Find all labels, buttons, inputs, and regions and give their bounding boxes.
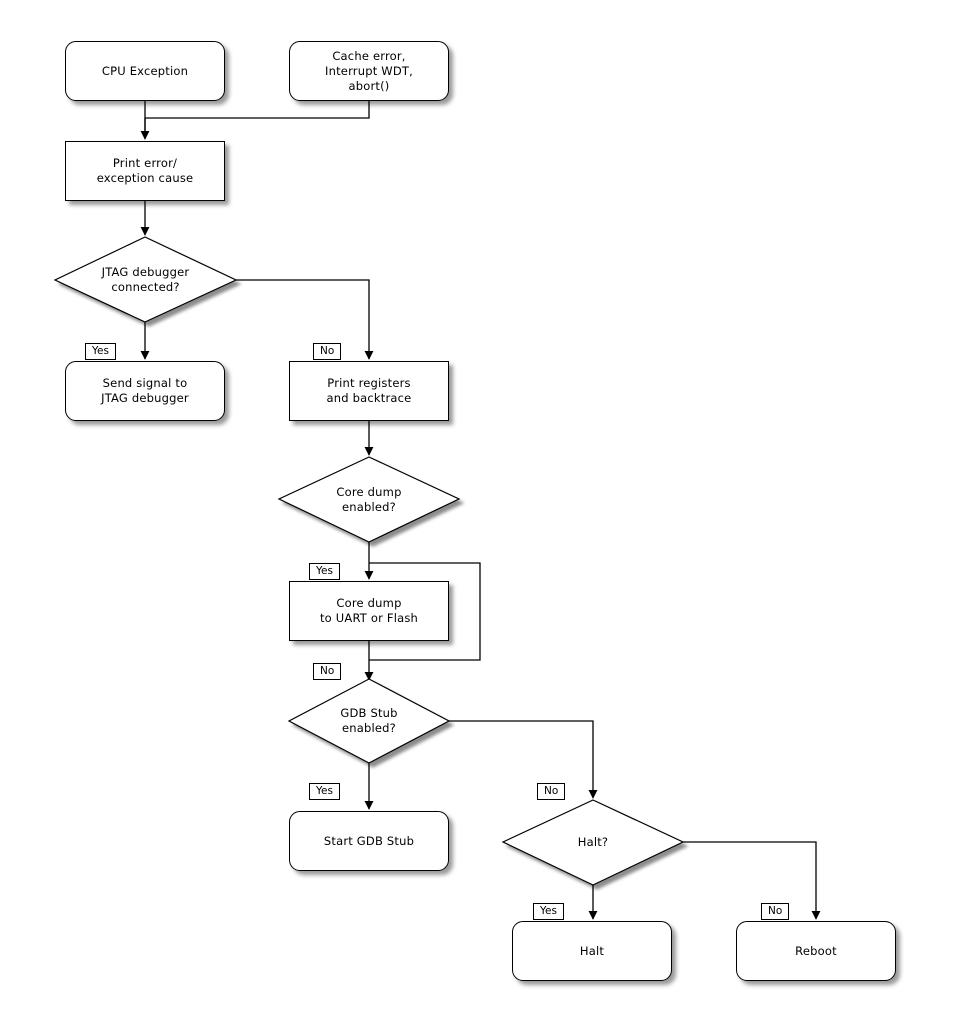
node-gdb-stub-enabled[interactable]: GDB Stub enabled? — [340, 706, 398, 735]
edge-label-jtag-yes: Yes — [85, 343, 116, 360]
edge-label-halt-no: No — [761, 903, 790, 920]
node-cpu-exception[interactable]: CPU Exception — [65, 41, 225, 101]
edge-label-gdbstub-yes: Yes — [309, 783, 340, 800]
node-print-registers[interactable]: Print registers and backtrace — [289, 361, 449, 421]
node-halt-decision[interactable]: Halt? — [577, 835, 609, 849]
node-send-signal-jtag[interactable]: Send signal to JTAG debugger — [65, 361, 225, 421]
node-core-dump-uart-flash[interactable]: Core dump to UART or Flash — [289, 581, 449, 641]
node-jtag-debugger-connected[interactable]: JTAG debugger connected? — [101, 264, 190, 294]
node-reboot[interactable]: Reboot — [736, 921, 896, 981]
edge-label-coredump-yes: Yes — [309, 563, 340, 580]
decision-shape-halt — [501, 799, 685, 886]
edge-label-jtag-no: No — [313, 343, 342, 360]
node-core-dump-enabled[interactable]: Core dump enabled? — [336, 484, 402, 514]
node-cache-error[interactable]: Cache error, Interrupt WDT, abort() — [289, 41, 449, 101]
node-print-error[interactable]: Print error/ exception cause — [65, 141, 225, 201]
node-halt[interactable]: Halt — [512, 921, 672, 981]
edge-label-coredump-no: No — [313, 663, 342, 680]
edge-label-gdbstub-no: No — [537, 783, 566, 800]
node-start-gdb-stub[interactable]: Start GDB Stub — [289, 811, 449, 871]
edge-label-halt-yes: Yes — [533, 903, 564, 920]
decision-shape-jtag — [53, 236, 238, 323]
decision-shape-coredump — [277, 456, 461, 543]
decision-shape-gdbstub — [287, 678, 451, 764]
